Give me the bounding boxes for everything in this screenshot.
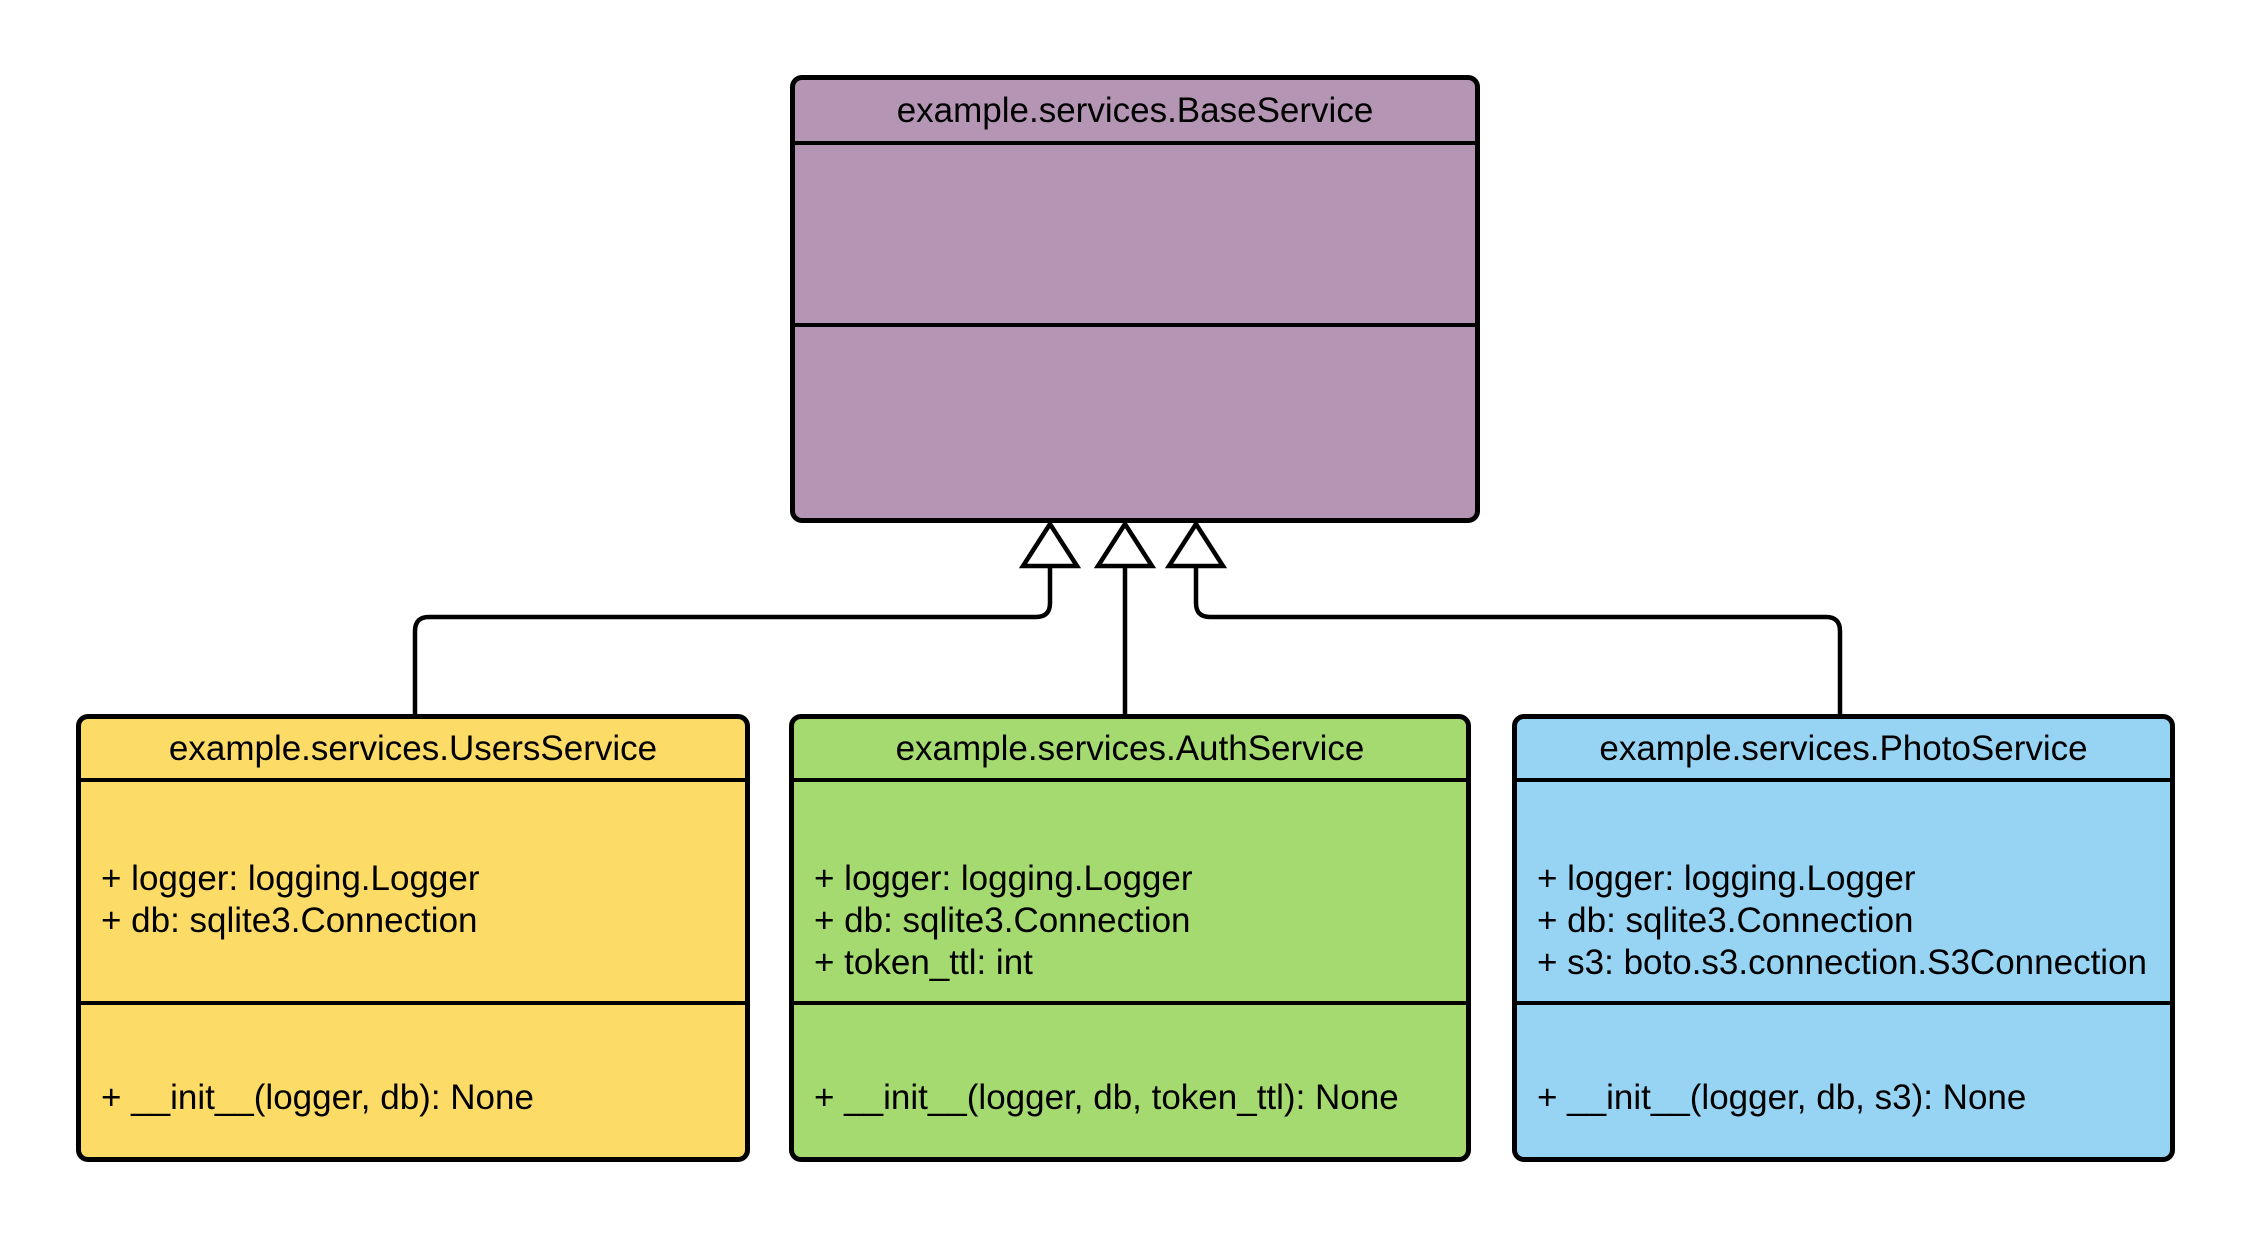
method-line: + __init__(logger, db, token_ttl): None (814, 1078, 1399, 1117)
attribute-line: + db: sqlite3.Connection (814, 901, 1191, 940)
inheritance-triangle-icon (1164, 519, 1228, 569)
inheritance-triangle-icon (1018, 519, 1082, 569)
method-line: + __init__(logger, db, s3): None (1537, 1078, 2027, 1117)
connector-users-to-base (412, 564, 1053, 716)
class-box-baseservice: example.services.BaseService (790, 75, 1480, 523)
class-attributes: + logger: logging.Logger + db: sqlite3.C… (1517, 782, 2170, 1005)
attribute-line: + s3: boto.s3.connection.S3Connection (1537, 943, 2148, 982)
class-attributes: + logger: logging.Logger + db: sqlite3.C… (81, 782, 745, 1005)
attribute-line: + db: sqlite3.Connection (101, 901, 478, 940)
attribute-line: + logger: logging.Logger (1537, 859, 1916, 898)
class-title: example.services.AuthService (794, 719, 1466, 782)
attribute-line: + logger: logging.Logger (814, 859, 1193, 898)
class-title: example.services.PhotoService (1517, 719, 2170, 782)
attribute-line: + db: sqlite3.Connection (1537, 901, 1914, 940)
class-title: example.services.BaseService (795, 80, 1475, 145)
class-attributes (795, 145, 1475, 327)
class-box-usersservice: example.services.UsersService + logger: … (76, 714, 750, 1162)
method-line: + __init__(logger, db): None (101, 1078, 534, 1117)
attribute-line: + logger: logging.Logger (101, 859, 480, 898)
class-box-authservice: example.services.AuthService + logger: l… (789, 714, 1471, 1162)
class-title: example.services.UsersService (81, 719, 745, 782)
class-box-photoservice: example.services.PhotoService + logger: … (1512, 714, 2175, 1162)
inheritance-triangle-icon (1093, 519, 1157, 569)
class-attributes: + logger: logging.Logger + db: sqlite3.C… (794, 782, 1466, 1005)
class-methods: + __init__(logger, db, token_ttl): None (794, 1005, 1466, 1157)
class-methods (795, 327, 1475, 518)
connector-photo-to-base (1193, 564, 1843, 716)
class-methods: + __init__(logger, db): None (81, 1005, 745, 1157)
class-methods: + __init__(logger, db, s3): None (1517, 1005, 2170, 1157)
attribute-line: + token_ttl: int (814, 943, 1033, 982)
